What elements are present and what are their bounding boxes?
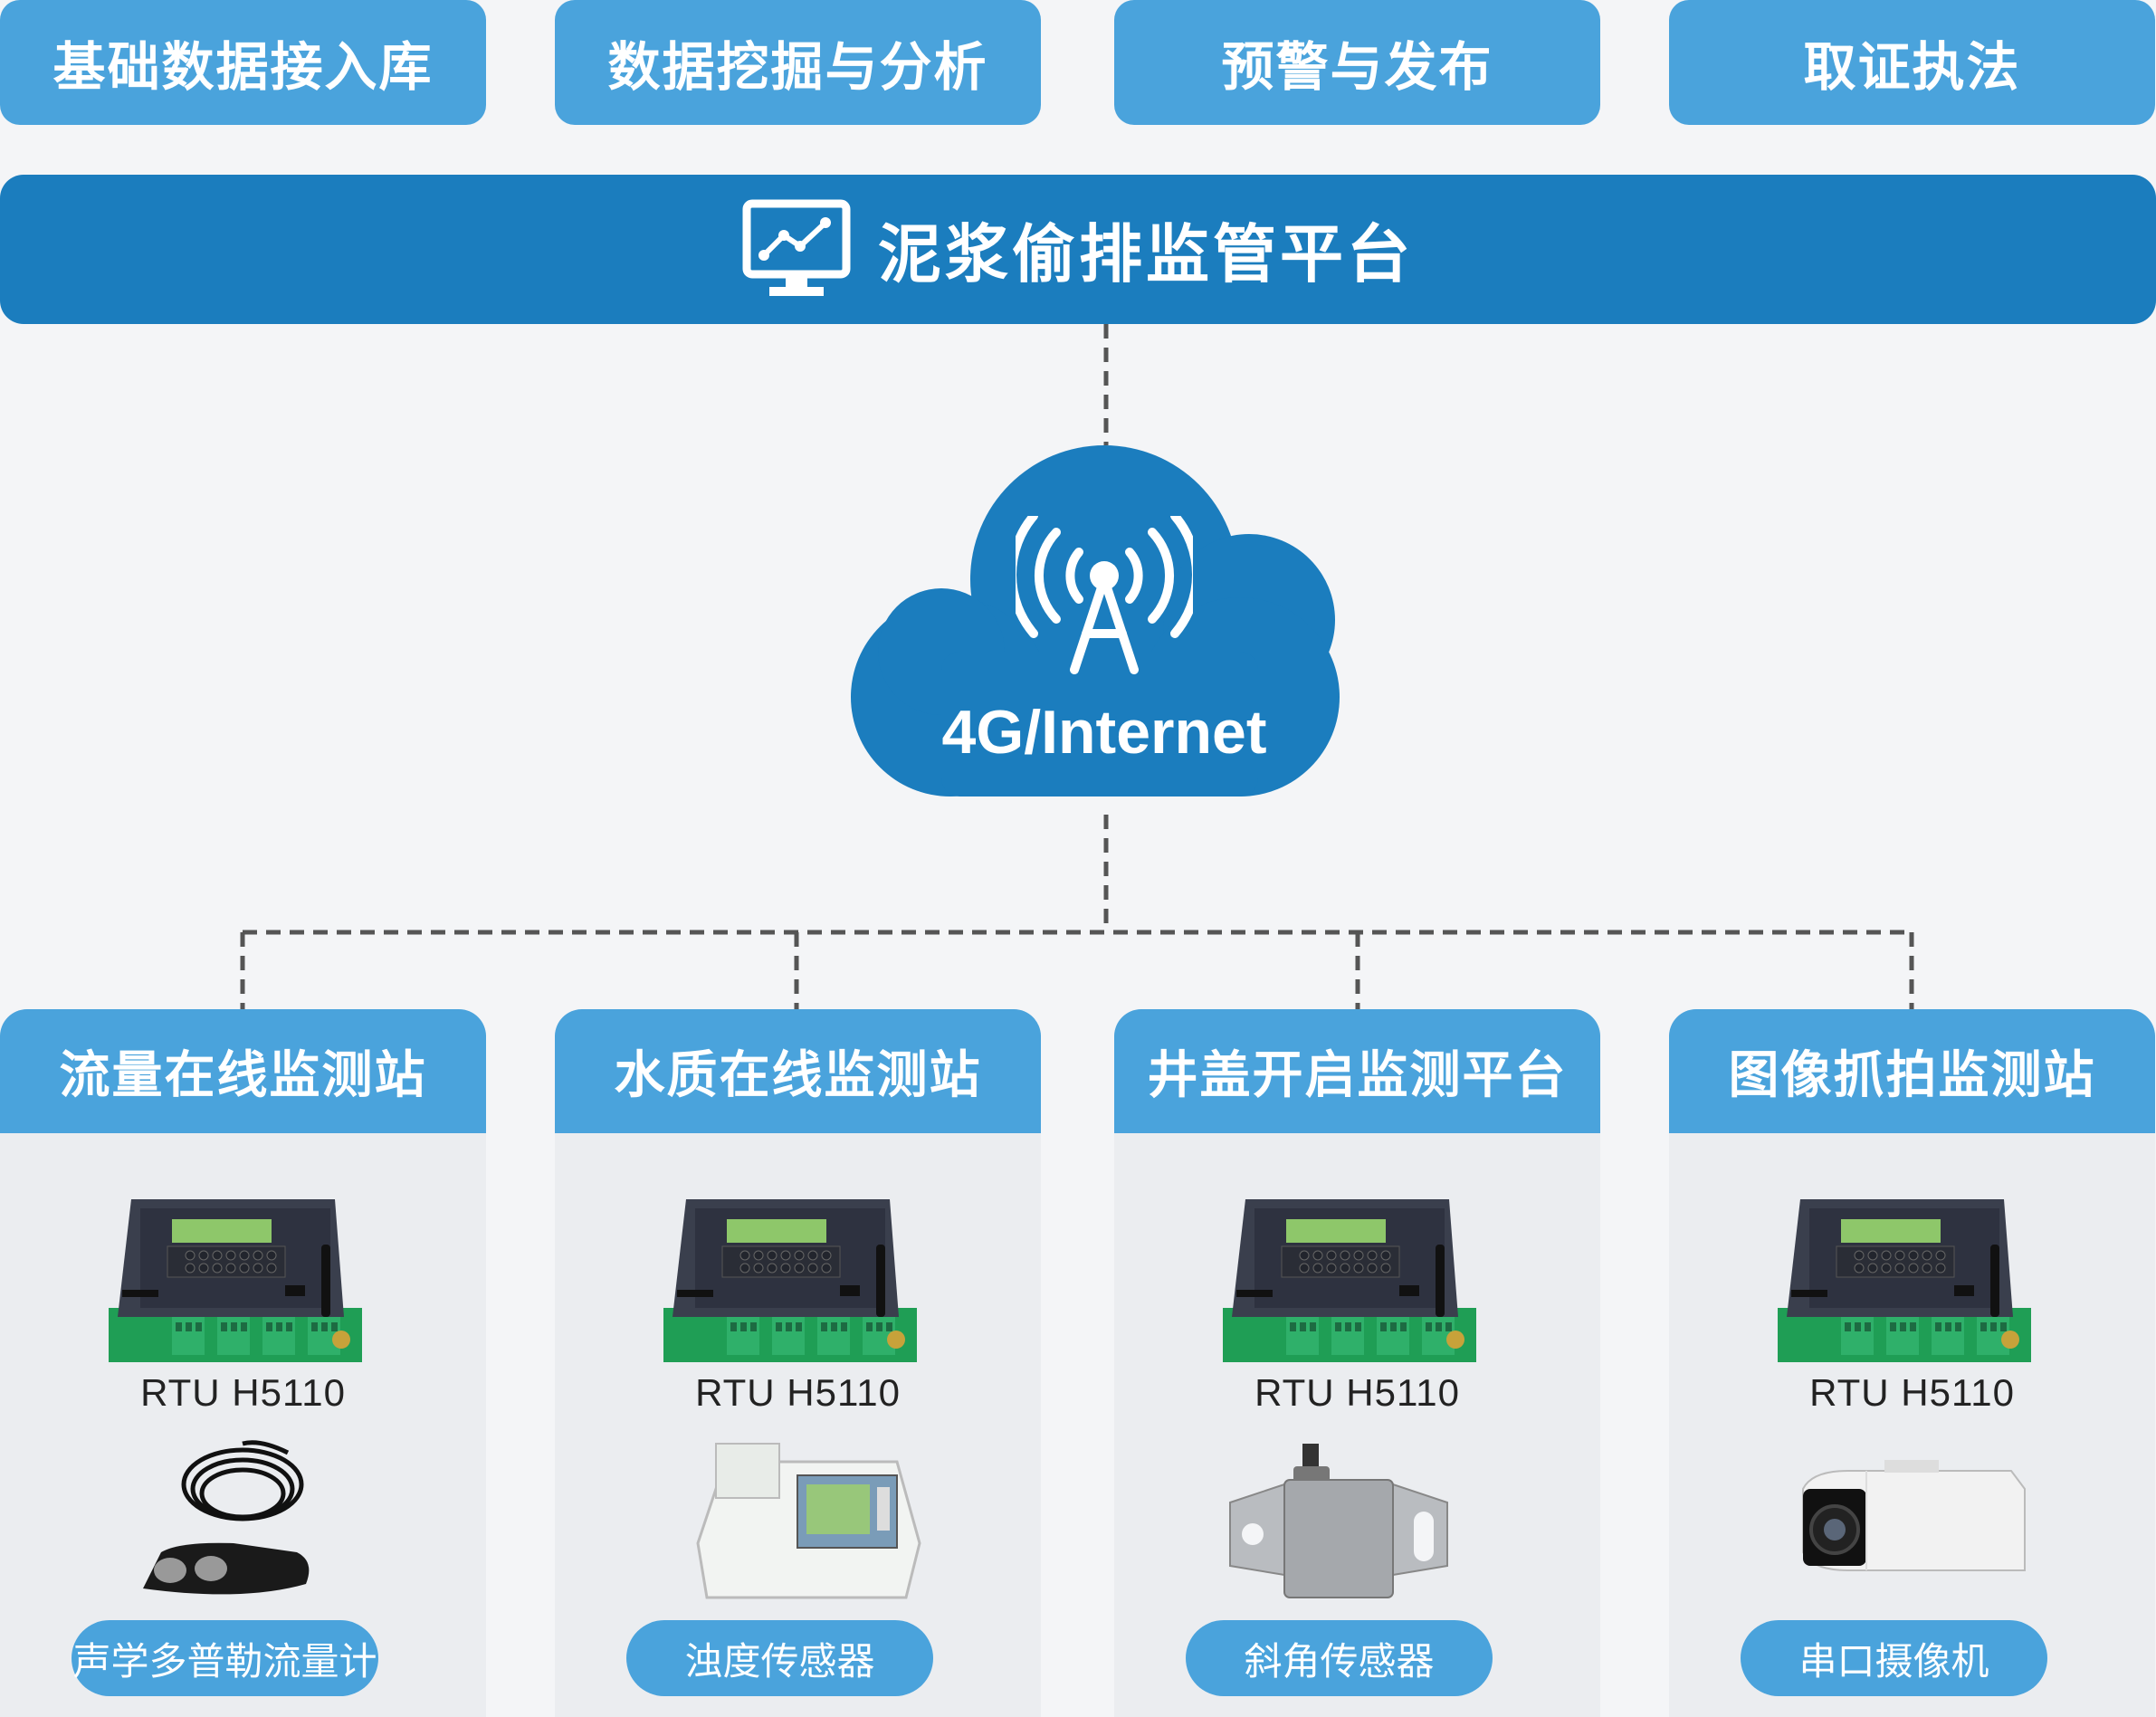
rtu-label: RTU H5110: [140, 1371, 346, 1414]
rtu-device-icon: [1773, 1181, 2045, 1379]
platform-title: 泥浆偷排监管平台: [878, 217, 1414, 291]
top-button-warning[interactable]: 预警与发布: [1114, 0, 1600, 125]
rtu-device-icon: [659, 1181, 930, 1379]
rtu-label: RTU H5110: [695, 1371, 901, 1414]
turbidity-analyzer-icon: [662, 1435, 933, 1619]
flowmeter-icon: [107, 1435, 378, 1619]
top-button-evidence[interactable]: 取证执法: [1669, 0, 2155, 125]
network-cloud: 4G/Internet: [815, 425, 1394, 815]
station-card[interactable]: 井盖开启监测平台 RTU H5110 斜角传感器: [1114, 1009, 1600, 1717]
top-button-data-mining[interactable]: 数据挖掘与分析: [555, 0, 1041, 125]
camera-icon: [1776, 1435, 2047, 1619]
station-card[interactable]: 流量在线监测站 RTU H5110 声学多普勒流量计: [0, 1009, 486, 1717]
station-card[interactable]: 图像抓拍监测站 RTU H5110 串口摄像机: [1669, 1009, 2155, 1717]
monitor-chart-icon: [742, 199, 851, 296]
station-title[interactable]: 流量在线监测站: [0, 1009, 486, 1133]
tilt-sensor-icon: [1221, 1435, 1493, 1619]
platform-banner: 泥浆偷排监管平台: [0, 175, 2156, 324]
sensor-label[interactable]: 声学多普勒流量计: [72, 1620, 378, 1696]
sensor-label[interactable]: 斜角传感器: [1186, 1620, 1493, 1696]
top-button-data-import[interactable]: 基础数据接入库: [0, 0, 486, 125]
station-title[interactable]: 图像抓拍监测站: [1669, 1009, 2155, 1133]
rtu-label: RTU H5110: [1809, 1371, 2015, 1414]
rtu-device-icon: [1218, 1181, 1490, 1379]
rtu-label: RTU H5110: [1254, 1371, 1460, 1414]
sensor-label[interactable]: 串口摄像机: [1741, 1620, 2047, 1696]
cloud-label: 4G/Internet: [941, 698, 1267, 767]
station-title[interactable]: 水质在线监测站: [555, 1009, 1041, 1133]
station-card[interactable]: 水质在线监测站 RTU H5110 浊度传感器: [555, 1009, 1041, 1717]
rtu-device-icon: [104, 1181, 376, 1379]
station-title[interactable]: 井盖开启监测平台: [1114, 1009, 1600, 1133]
signal-tower-icon: [1016, 516, 1193, 674]
sensor-label[interactable]: 浊度传感器: [626, 1620, 933, 1696]
